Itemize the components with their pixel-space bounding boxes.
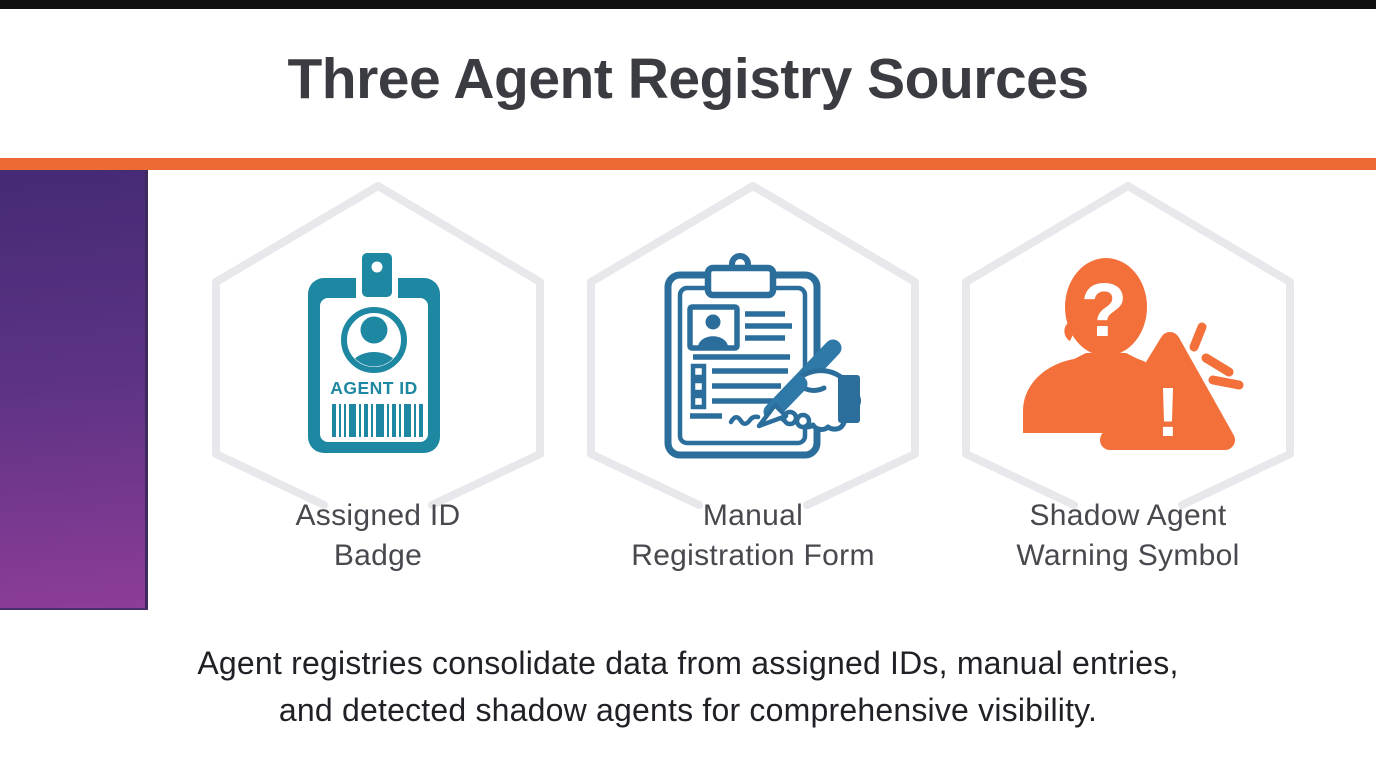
card-manual-registration-form: Manual Registration Form [583, 178, 923, 598]
card-label: Shadow Agent Warning Symbol [958, 496, 1298, 576]
card-label-line: Warning Symbol [1016, 539, 1240, 572]
card-label: Manual Registration Form [583, 496, 923, 576]
card-label-line: Manual [702, 499, 804, 532]
card-shadow-agent-warning: ? ! Shadow Agent Warning Symbol [958, 178, 1298, 598]
question-mark-glyph: ? [1081, 268, 1127, 353]
hexagon-outline [212, 182, 544, 509]
agent-id-text: AGENT ID [330, 378, 418, 398]
card-label-line: Shadow Agent [1029, 499, 1227, 532]
cuff [838, 375, 860, 423]
card-assigned-id-badge: AGENT ID Assigned ID Badge [208, 178, 548, 598]
purple-sidebar-accent [0, 170, 148, 610]
alert-dashes [1189, 322, 1244, 390]
barcode [332, 404, 423, 437]
page-title: Three Agent Registry Sources [287, 47, 1089, 111]
exclamation-glyph: ! [1156, 373, 1179, 451]
top-black-bar [0, 0, 1376, 9]
footer-summary: Agent registries consolidate data from a… [0, 640, 1376, 734]
card-label: Assigned ID Badge [208, 496, 548, 576]
card-label-line: Assigned ID [295, 499, 461, 532]
shadow-agent-warning-icon: ? ! [962, 182, 1294, 509]
id-badge-icon: AGENT ID [212, 182, 544, 509]
registration-form-icon [587, 182, 919, 509]
orange-divider [0, 158, 1376, 170]
hexagon-outline [962, 182, 1294, 509]
card-label-line: Badge [333, 539, 423, 572]
footer-line-1: Agent registries consolidate data from a… [197, 645, 1179, 681]
warning-triangle [1100, 332, 1235, 450]
footer-line-2: and detected shadow agents for comprehen… [278, 692, 1098, 728]
hexagon-outline [587, 182, 919, 509]
card-label-line: Registration Form [631, 539, 875, 572]
